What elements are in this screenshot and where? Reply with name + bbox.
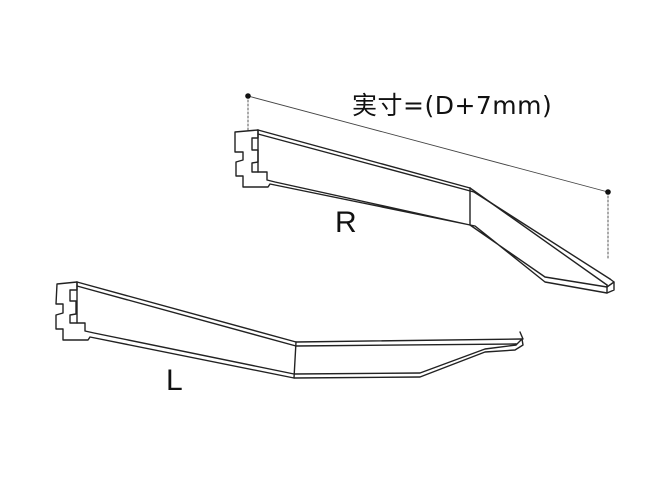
- dimension-line: [245, 93, 611, 259]
- bracket-left-label: L: [166, 364, 183, 397]
- dimension-label: 実寸=(D+7mm): [352, 91, 553, 120]
- bracket-right: [234, 129, 615, 294]
- dimension-point-start: [245, 93, 251, 99]
- bracket-right-label: R: [335, 206, 357, 239]
- dimension-point-end: [605, 189, 611, 195]
- bracket-left: [55, 281, 524, 379]
